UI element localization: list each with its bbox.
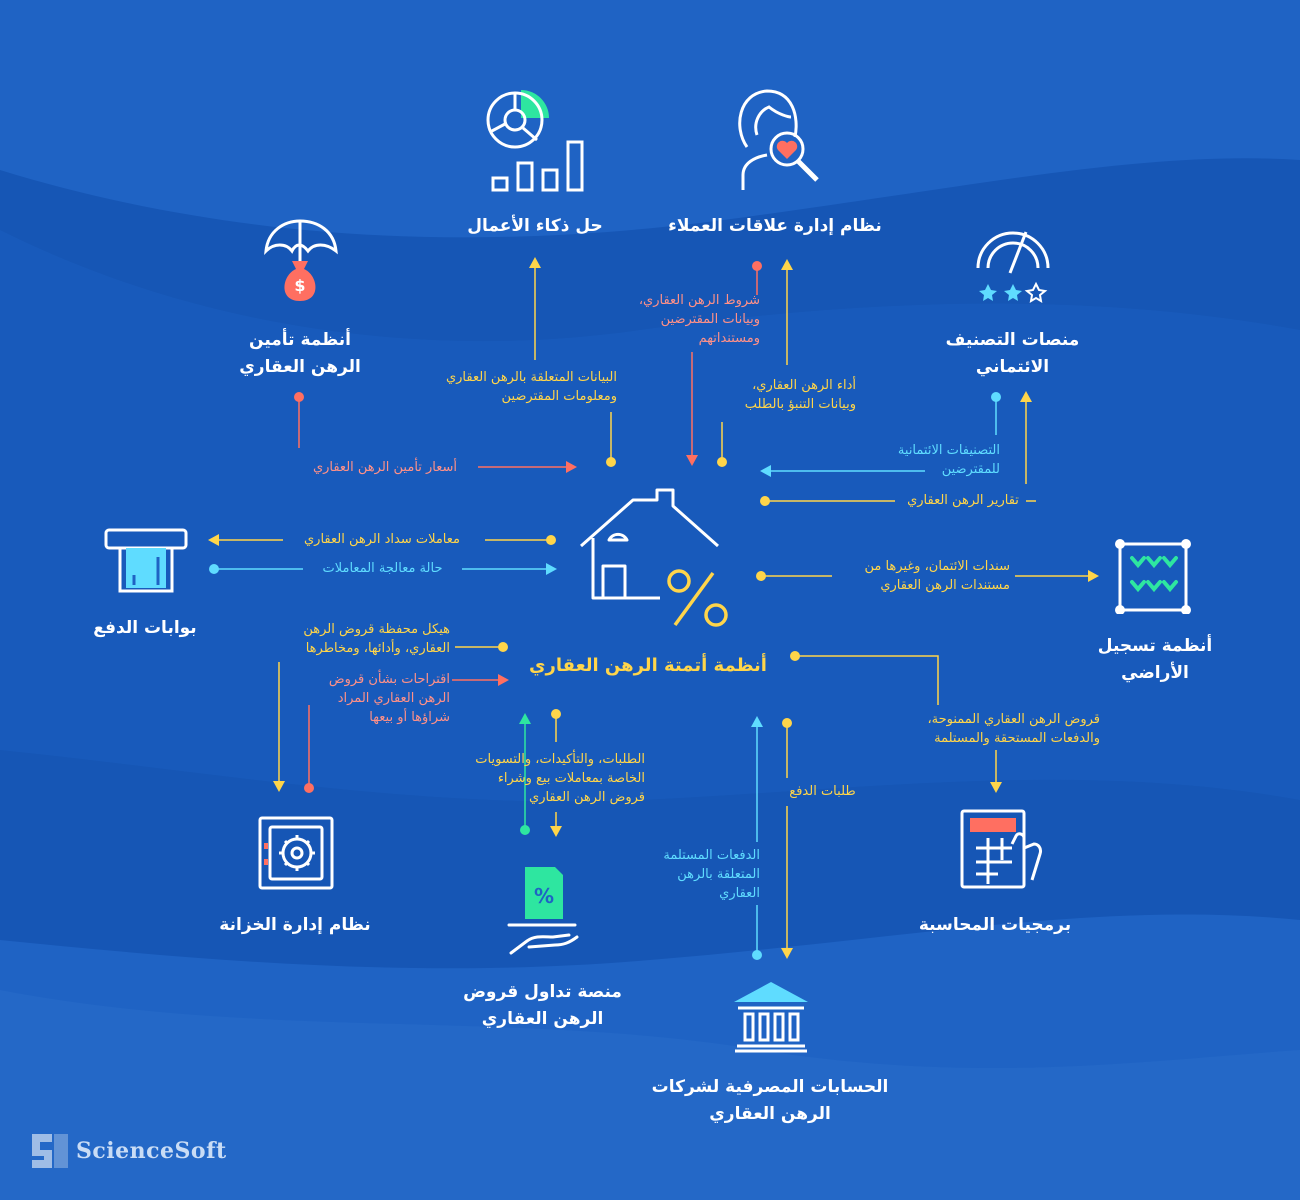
center-node-label: أنظمة أتمتة الرهن العقاري (529, 655, 767, 676)
bi-node-label: حل ذكاء الأعمال (467, 216, 603, 236)
accounting-node-label: برمجيات المحاسبة (918, 915, 1072, 935)
bank-received-line-2: المتعلقة بالرهن (677, 867, 760, 882)
land-docs-line-2: مستندات الرهن العقاري (880, 578, 1010, 593)
credit-ratings-line-1: التصنيفات الائتمانية (897, 443, 1000, 458)
crm-node-label: نظام إدارة علاقات العملاء (668, 216, 882, 236)
land-docs-flow-label: سندات الائتمان، وغيرها من مستندات الرهن … (830, 557, 1010, 595)
crm-person-heart-icon (738, 89, 819, 190)
payment-transactions-flow-label: معاملات سداد الرهن العقاري (304, 532, 460, 547)
bank-received-flow-label: الدفعات المستلمة المتعلقة بالرهن العقاري (640, 846, 760, 903)
land-node-line-1: أنظمة تسجيل (1097, 636, 1213, 656)
bank-node-line-2: الرهن العقاري (709, 1104, 831, 1124)
trading-node-label: منصة تداول قروض الرهن العقاري (445, 979, 640, 1033)
accounting-loans-flow-label: قروض الرهن العقاري الممنوحة، والدفعات ال… (862, 710, 1100, 748)
credit-ratings-line-2: للمقترضين (941, 462, 1000, 477)
crm-terms-line-1: شروط الرهن العقاري، (638, 293, 760, 308)
credit-ratings-flow-label: التصنيفات الائتمانية للمقترضين (845, 441, 1000, 479)
land-node-label: أنظمة تسجيل الأراضي (1080, 633, 1230, 687)
bank-received-line-3: العقاري (719, 886, 760, 901)
calculator-hand-icon (960, 809, 1042, 889)
insurance-node-line-2: الرهن العقاري (239, 357, 361, 377)
safe-icon (258, 816, 334, 890)
bi-data-line-1: البيانات المتعلقة بالرهن العقاري (445, 370, 617, 385)
crm-terms-line-3: ومستنداتهم (698, 331, 760, 346)
trading-requests-line-3: قروض الرهن العقاري (529, 790, 645, 805)
bi-chart-icon (486, 90, 584, 192)
percent-document-hand-icon: % (507, 867, 579, 955)
bank-received-line-1: الدفعات المستلمة (663, 848, 760, 863)
bank-node-line-1: الحسابات المصرفية لشركات (651, 1077, 889, 1097)
bank-requests-flow-label: طلبات الدفع (789, 784, 856, 799)
crm-terms-flow-label: شروط الرهن العقاري، وبيانات المقترضين وم… (595, 291, 760, 348)
trading-requests-flow-label: الطلبات، والتأكيدات، والتسويات الخاصة بم… (430, 750, 645, 807)
bank-building-icon (734, 982, 808, 1053)
treasury-structure-flow-label: هيكل محفظة قروض الرهن العقاري، وأدائها، … (265, 620, 450, 658)
insurance-node-line-1: أنظمة تأمين (249, 330, 351, 350)
bi-data-line-2: ومعلومات المقترضين (501, 389, 617, 404)
umbrella-money-icon: $ (264, 219, 338, 301)
svg-text:%: % (534, 884, 554, 908)
house-percent-icon (580, 488, 728, 627)
land-grid-icon (1115, 539, 1191, 614)
trading-requests-line-2: الخاصة بمعاملات بيع وشراء (497, 771, 645, 786)
card-slot-icon (104, 528, 188, 593)
treasury-structure-line-2: العقاري، وأدائها، ومخاطرها (305, 641, 450, 656)
treasury-structure-line-1: هيكل محفظة قروض الرهن (303, 622, 450, 637)
bi-data-flow-label: البيانات المتعلقة بالرهن العقاري ومعلوما… (395, 368, 617, 406)
crm-terms-line-2: وبيانات المقترضين (660, 312, 760, 327)
trading-node-line-2: الرهن العقاري (481, 1009, 604, 1029)
payment-node-label: بوابات الدفع (93, 618, 197, 638)
accounting-loans-line-1: قروض الرهن العقاري الممنوحة، (927, 712, 1100, 727)
accounting-loans-line-2: والدفعات المستحقة والمستلمة (934, 731, 1100, 746)
gauge-stars-icon (976, 231, 1050, 303)
crm-perf-line-2: وبيانات التنبؤ بالطلب (744, 397, 856, 412)
brand-name: ScienceSoft (76, 1138, 227, 1164)
insurance-rates-flow-label: أسعار تأمين الرهن العقاري (312, 460, 458, 475)
treasury-node-label: نظام إدارة الخزانة (219, 915, 371, 935)
land-node-line-2: الأراضي (1121, 663, 1189, 683)
credit-node-label: منصات التصنيف الائتماني (925, 327, 1100, 381)
trading-node-line-1: منصة تداول قروض (463, 982, 622, 1002)
treasury-proposals-line-3: شراؤها أو بيعها (369, 710, 450, 725)
credit-reports-flow-label: تقارير الرهن العقاري (907, 493, 1019, 508)
insurance-node-label: أنظمة تأمين الرهن العقاري (215, 327, 385, 381)
crm-perf-line-1: أداء الرهن العقاري، (752, 378, 856, 393)
credit-node-line-1: منصات التصنيف (945, 330, 1080, 350)
svg-text:$: $ (294, 276, 305, 295)
treasury-proposals-line-1: اقتراحات بشأن قروض (328, 672, 450, 687)
crm-performance-flow-label: أداء الرهن العقاري، وبيانات التنبؤ بالطل… (700, 376, 856, 414)
treasury-proposals-flow-label: اقتراحات بشأن قروض الرهن العقاري المراد … (305, 670, 450, 727)
trading-requests-line-1: الطلبات، والتأكيدات، والتسويات (475, 752, 645, 767)
sciencesoft-logo-icon (32, 1134, 68, 1168)
credit-node-line-2: الائتماني (975, 357, 1050, 377)
treasury-proposals-line-2: الرهن العقاري المراد (337, 691, 450, 706)
land-docs-line-1: سندات الائتمان، وغيرها من (864, 559, 1010, 574)
payment-status-flow-label: حالة معالجة المعاملات (322, 561, 443, 576)
bank-node-label: الحسابات المصرفية لشركات الرهن العقاري (625, 1074, 915, 1128)
